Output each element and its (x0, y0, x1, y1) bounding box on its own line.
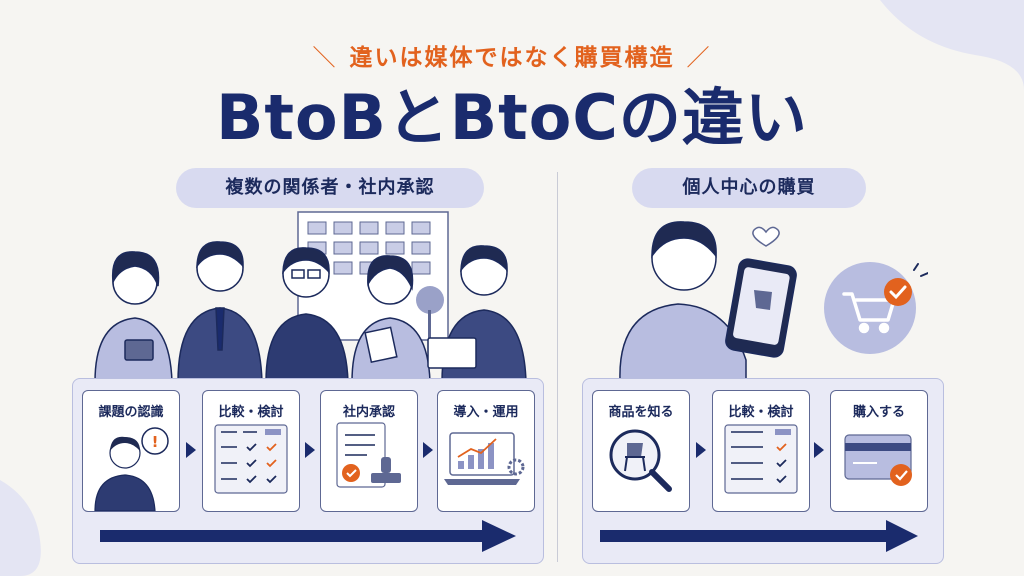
business-people-icon (94, 241, 527, 382)
shopper-with-phone-icon (619, 221, 797, 380)
btob-step-card-2: 比較・検討 (202, 390, 300, 512)
approval-stamp-icon (336, 422, 401, 488)
shopping-cart-badge (824, 262, 928, 354)
tagline-right-mark: ／ (686, 45, 712, 71)
btoc-person-illustration (619, 221, 797, 380)
comparison-table-icon (214, 424, 288, 494)
btoc-step-label-1: 商品を知る (608, 405, 674, 420)
tagline-left-mark: ＼ (312, 45, 338, 71)
btob-step-label-3: 社内承認 (342, 405, 395, 420)
laptop-analytics-icon (444, 432, 525, 485)
flow-chevron-icon (186, 442, 196, 458)
btob-process-arrow (100, 520, 516, 552)
btoc-step-card-1: 商品を知る (592, 390, 690, 512)
credit-card-icon (844, 434, 912, 486)
btoc-step-card-3: 購入する (830, 390, 928, 512)
thinking-person-icon: ! (94, 427, 169, 511)
flow-chevron-icon (696, 442, 706, 458)
btob-group-illustration (94, 211, 527, 382)
tagline: ＼ 違いは媒体ではなく購買構造 ／ (0, 38, 1024, 72)
sparkle-marks (913, 263, 928, 277)
check-badge-icon (884, 278, 912, 306)
btob-heading: 複数の関係者・社内承認 (176, 168, 484, 208)
tagline-text: 違いは媒体ではなく購買構造 (349, 45, 675, 71)
btob-step-label-2: 比較・検討 (218, 405, 284, 420)
btoc-step-label-3: 購入する (852, 405, 905, 420)
btob-step-label-1: 課題の認識 (98, 405, 164, 420)
btob-step-card-1: 課題の認識 ! (82, 390, 180, 512)
svg-text:!: ! (152, 433, 159, 451)
section-divider (557, 172, 558, 562)
btob-step-card-3: 社内承認 (320, 390, 418, 512)
flow-chevron-icon (423, 442, 433, 458)
btob-step-label-4: 導入・運用 (453, 405, 519, 420)
btoc-step-label-2: 比較・検討 (728, 405, 794, 420)
flow-chevron-icon (305, 442, 315, 458)
btoc-step-card-2: 比較・検討 (712, 390, 810, 512)
page-title: BtoBとBtoCの違い (216, 81, 808, 154)
btoc-process-arrow (600, 520, 918, 552)
btoc-heading: 個人中心の購買 (632, 168, 866, 208)
btob-step-card-4: 導入・運用 (437, 390, 535, 512)
magnifier-chair-icon (609, 429, 672, 492)
comparison-table-icon (724, 424, 798, 494)
flow-chevron-icon (814, 442, 824, 458)
